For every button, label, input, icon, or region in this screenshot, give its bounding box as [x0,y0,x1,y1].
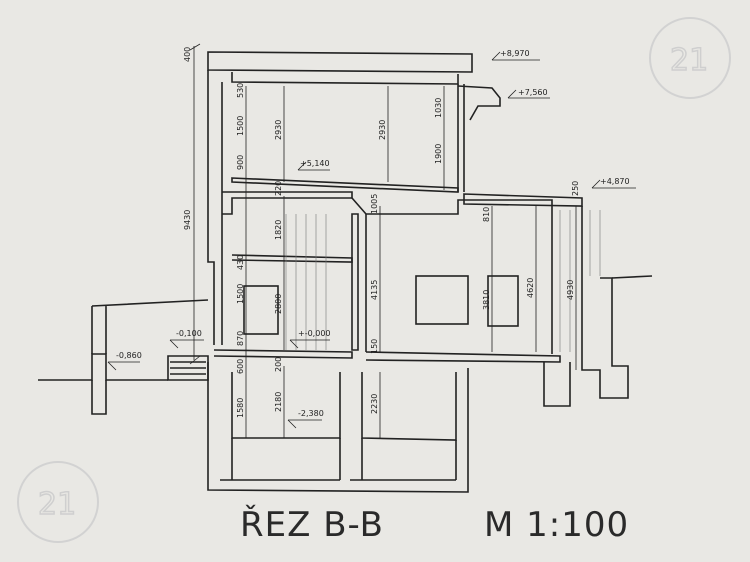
step-lines [170,361,206,375]
drawing-scale: M 1:100 [484,505,629,545]
ground-slab-left [213,349,353,359]
level-5140: +5,140 [300,159,330,168]
dim-1005: 1005 [370,194,379,214]
dimension-lines [107,43,636,438]
level-4870: +4,870 [600,177,630,186]
watermark-text: 21 [670,43,708,78]
basement-outer [207,362,469,493]
dim-line-3 [379,86,389,438]
level-m0860: -0,860 [116,351,142,360]
dim-1500-mid: 1500 [236,284,245,304]
ground-slab-right [365,351,561,363]
stair-slab [231,254,353,263]
stair-hatch [285,210,601,352]
dim-810: 810 [482,207,491,222]
foundation-walls [231,438,457,480]
watermark-logo-top-right: 21 [649,17,731,99]
left-footing [91,380,107,415]
drawing-title: ŘEZ B-B [240,504,384,545]
right-retaining-wall [581,206,629,399]
level-7560: +7,560 [518,88,548,97]
dim-1500-upper: 1500 [236,116,245,136]
dim-3810: 3810 [482,290,491,310]
dim-2230: 2230 [370,394,379,414]
dim-1820: 1820 [274,220,283,240]
window-2 [487,275,519,327]
dim-9430: 9430 [183,210,192,230]
left-wall-outer [207,70,215,345]
mid-slab-right [351,197,553,215]
dim-2930-a: 2930 [274,120,283,140]
dim-2930-b: 2930 [378,120,387,140]
level-mark-8970 [491,51,540,61]
level-mark-m0100 [169,339,204,349]
interior-wall [351,213,359,351]
window-1 [415,275,469,325]
dim-4930: 4930 [566,280,575,300]
level-mark-5140 [297,161,330,171]
watermark-text-2: 21 [38,487,76,522]
terrain-right [611,275,653,279]
roof-slab [207,51,473,73]
dim-1030: 1030 [434,98,443,118]
dim-4620: 4620 [526,278,535,298]
dim-2800: 2800 [274,294,283,314]
dim-1900: 1900 [434,144,443,164]
dim-150: 150 [370,339,379,354]
level-mark-7560 [507,89,550,99]
door-opening [243,285,279,335]
dim-530: 530 [236,83,245,98]
dim-900: 900 [236,155,245,170]
level-mark-m0860 [107,361,140,371]
roof-overhang [457,85,501,121]
level-0000: +-0,000 [298,329,331,338]
building-outline [38,51,653,493]
level-m2380: -2,380 [298,409,324,418]
dim-1580: 1580 [236,398,245,418]
attic-line [231,72,459,85]
level-mark-m2380 [287,419,322,429]
right-footing [543,362,571,407]
basement-room-2 [361,372,457,441]
dim-430: 430 [236,255,245,270]
dim-400: 400 [183,47,192,62]
left-fence [91,299,209,354]
dim-220: 220 [274,181,283,196]
level-mark-4870 [591,179,636,189]
dim-870: 870 [236,331,245,346]
mid-slab-left [222,191,353,215]
dim-2180: 2180 [274,392,283,412]
dim-200: 200 [274,357,283,372]
basement-room-1 [231,372,341,439]
dim-4135: 4135 [370,280,379,300]
terrain-left [38,353,168,381]
entrance-steps [167,355,209,381]
level-mark-0000 [289,339,330,349]
level-8970: +8,970 [500,49,530,58]
dim-600: 600 [236,359,245,374]
dim-line-5 [491,206,537,352]
watermark-logo-bottom-left: 21 [17,461,99,543]
level-m0100: -0,100 [176,329,202,338]
dim-250: 250 [571,181,580,196]
